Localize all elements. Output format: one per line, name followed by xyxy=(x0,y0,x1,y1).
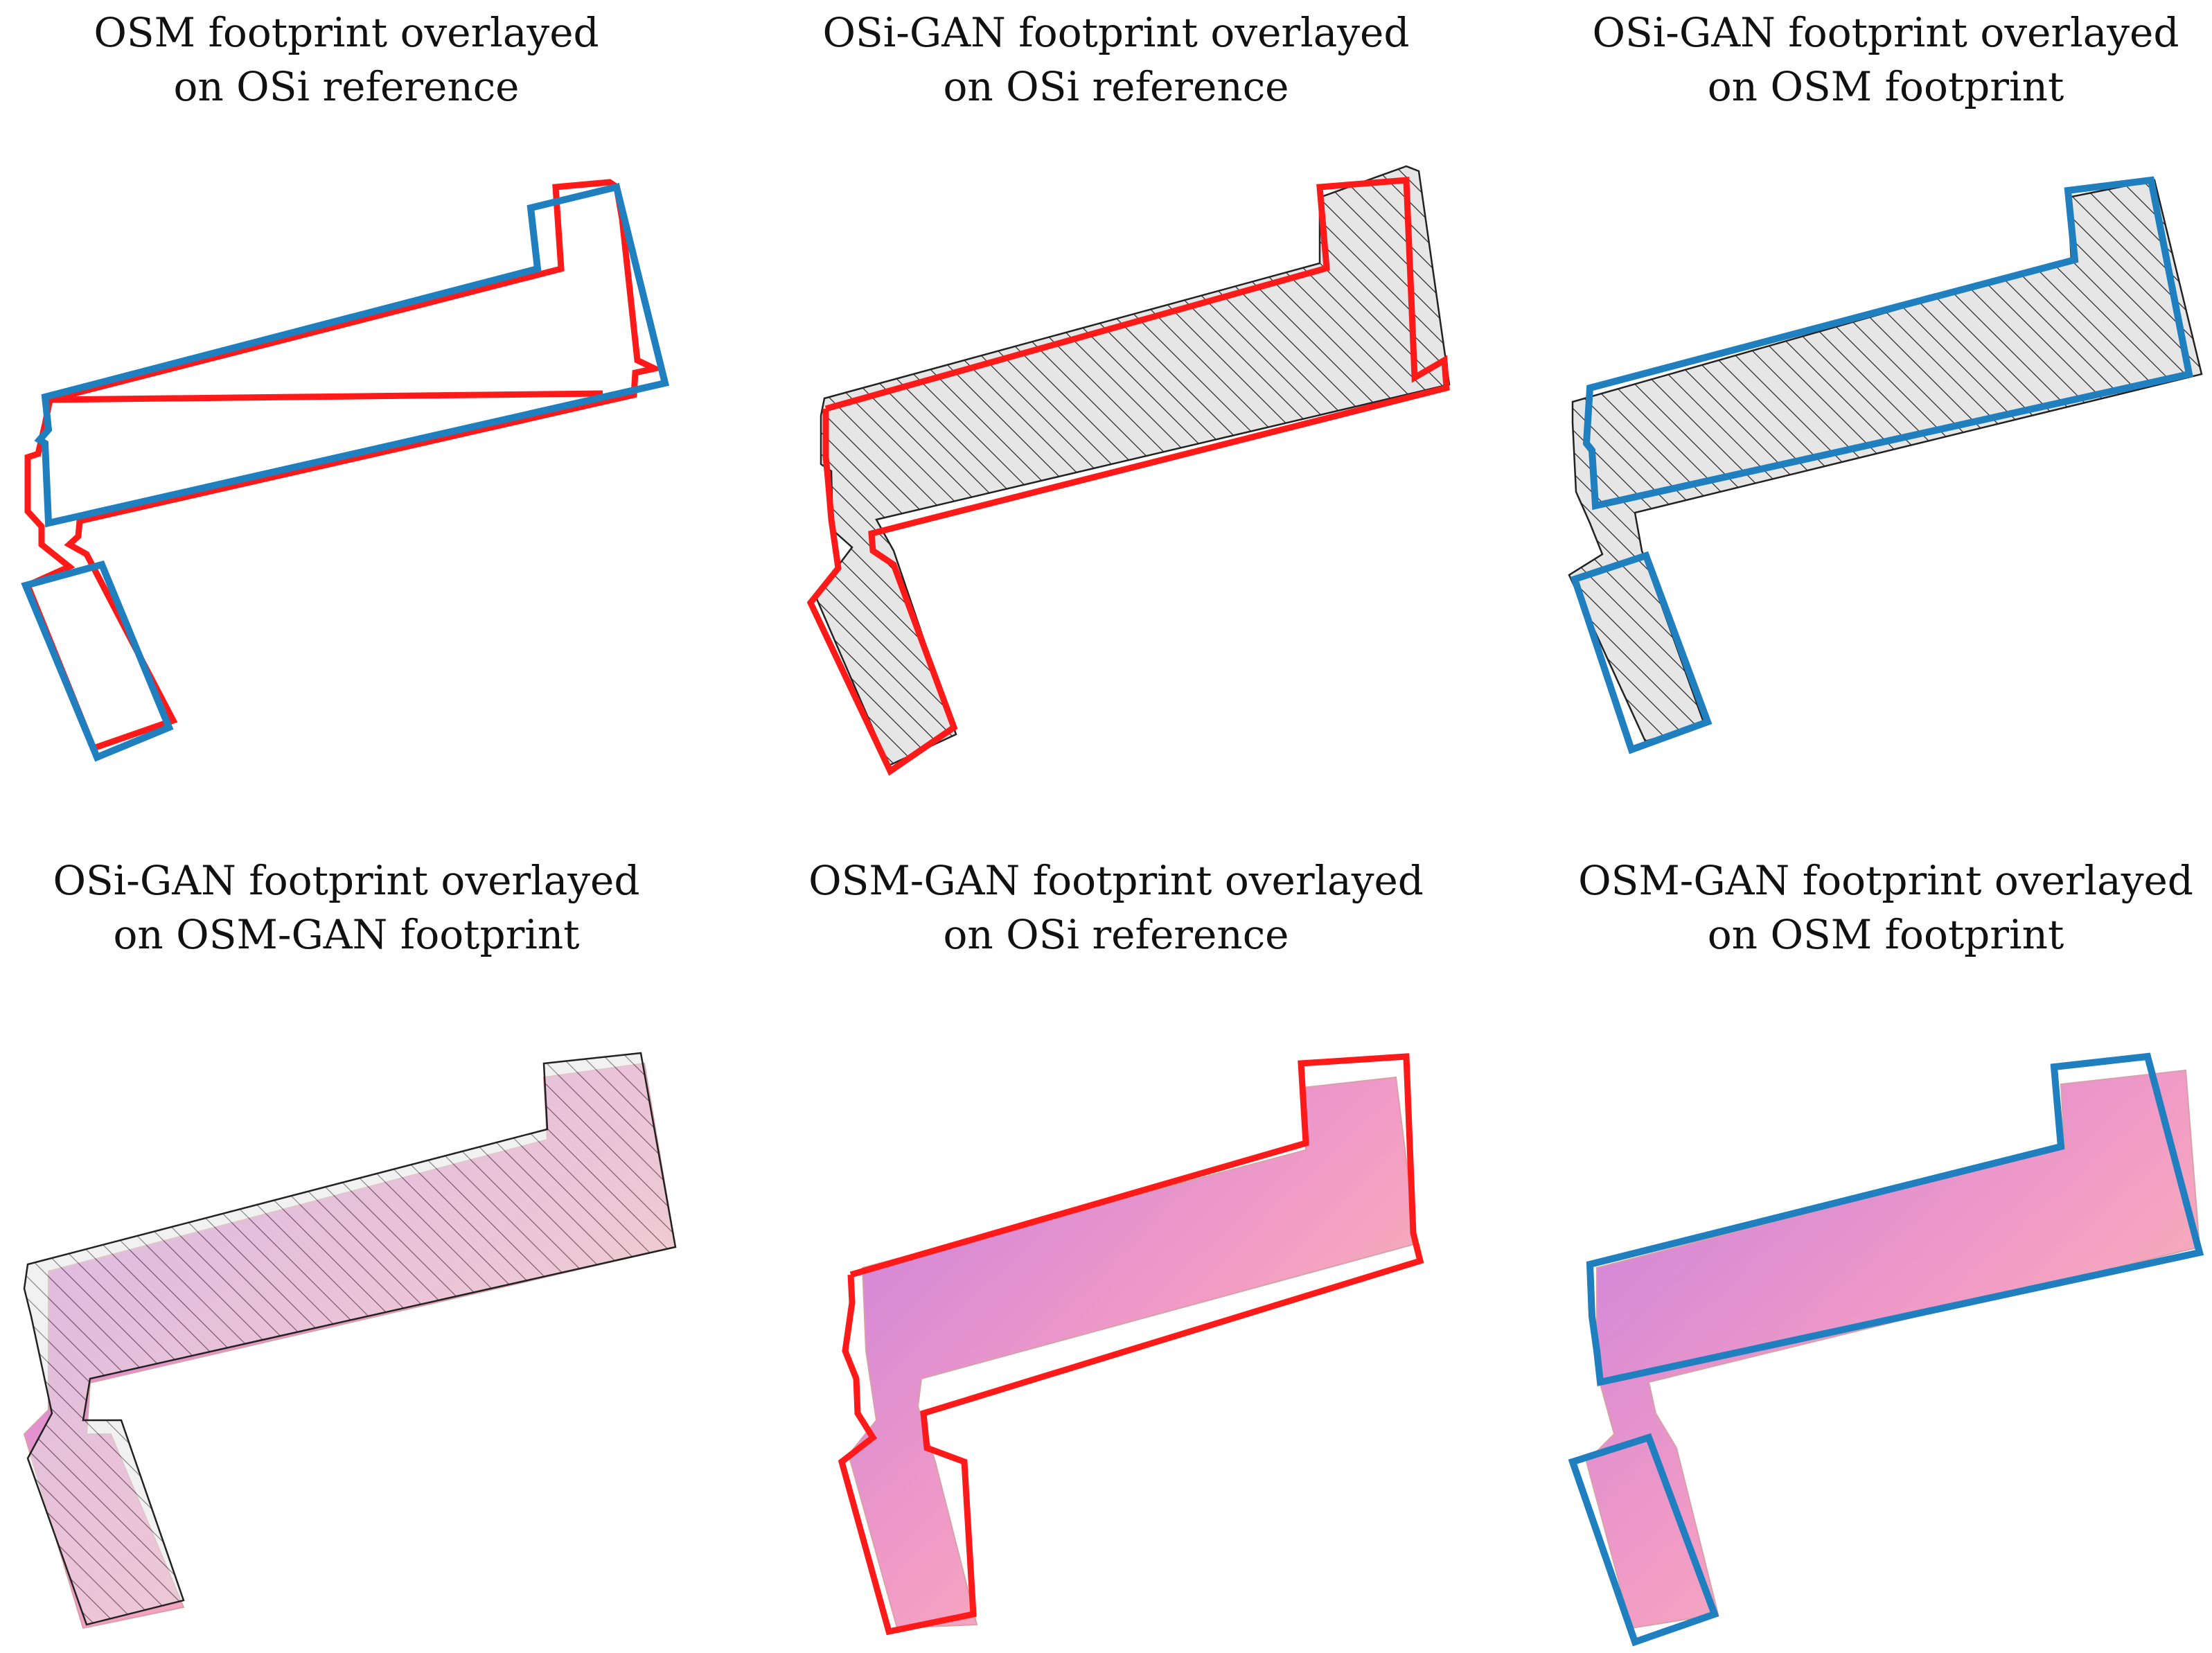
panel-6-title: OSM-GAN footprint overlayed on OSM footp… xyxy=(1539,854,2212,962)
osm-footprint-outline xyxy=(34,182,670,528)
panel-1-title: OSM footprint overlayed on OSi reference xyxy=(0,6,693,114)
panel-1 xyxy=(21,179,670,762)
panel-3-title-line2: on OSM footprint xyxy=(1707,63,2064,110)
osi-gan-footprint-hatched xyxy=(23,1052,677,1626)
panel-2-title-line2: on OSi reference xyxy=(943,63,1289,110)
panel-4-title-line2: on OSM-GAN footprint xyxy=(113,911,580,958)
panel-6 xyxy=(1568,1052,2204,1647)
osi-gan-footprint-hatched xyxy=(1568,179,2203,743)
osi-reference-outline xyxy=(806,177,1450,776)
panel-2-title: OSi-GAN footprint overlayed on OSi refer… xyxy=(770,6,1462,114)
panel-4-title-line1: OSi-GAN footprint overlayed xyxy=(53,857,640,904)
panel-6-title-line1: OSM-GAN footprint overlayed xyxy=(1578,857,2193,904)
panel-1-title-line2: on OSi reference xyxy=(173,63,520,110)
panel-4-title: OSi-GAN footprint overlayed on OSM-GAN f… xyxy=(0,854,693,962)
osm-gan-footprint-gradient xyxy=(1585,1069,2201,1629)
osm-gan-footprint-gradient xyxy=(847,1076,1418,1629)
osm-footprint-annex-outline xyxy=(1570,551,1713,754)
panel-5-title-line1: OSM-GAN footprint overlayed xyxy=(808,857,1424,904)
panel-4 xyxy=(23,1052,677,1629)
panel-2-title-line1: OSi-GAN footprint overlayed xyxy=(822,9,1410,56)
panel-1-title-line1: OSM footprint overlayed xyxy=(94,9,599,56)
panel-3 xyxy=(1568,176,2203,754)
osm-footprint-outline xyxy=(1582,176,2193,511)
panel-5-title-line2: on OSi reference xyxy=(943,911,1289,958)
panel-3-title: OSi-GAN footprint overlayed on OSM footp… xyxy=(1539,6,2212,114)
panel-5-title: OSM-GAN footprint overlayed on OSi refer… xyxy=(770,854,1462,962)
osm-footprint-annex-outline xyxy=(21,560,174,762)
osi-reference-outline xyxy=(24,179,664,752)
panel-6-title-line2: on OSM footprint xyxy=(1707,911,2064,958)
osi-reference-outline xyxy=(838,1053,1424,1636)
panel-5 xyxy=(838,1053,1424,1636)
panel-3-title-line1: OSi-GAN footprint overlayed xyxy=(1592,9,2179,56)
panel-2 xyxy=(806,165,1451,776)
osm-footprint-outline xyxy=(1586,1052,2204,1387)
osm-footprint-annex-outline xyxy=(1568,1433,1719,1647)
